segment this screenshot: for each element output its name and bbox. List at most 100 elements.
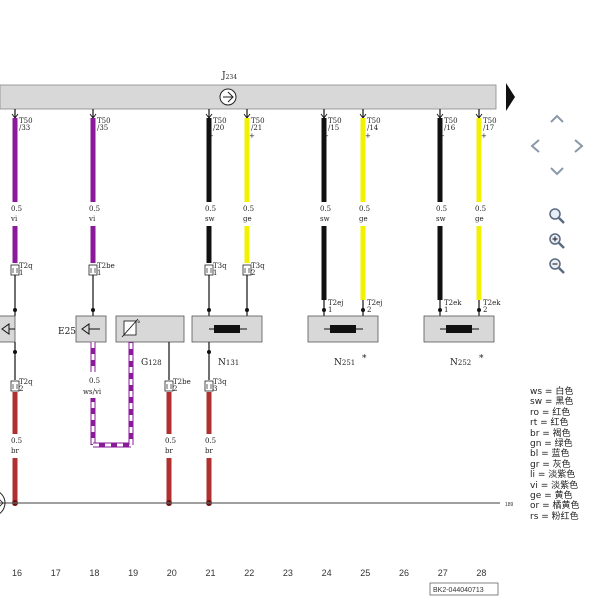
- wire-segment: [206, 392, 212, 434]
- plug-symbol: [88, 264, 98, 276]
- chevron-left-icon[interactable]: [528, 138, 542, 154]
- wire-segment: [476, 226, 482, 300]
- chevron-down-icon[interactable]: [549, 166, 565, 178]
- legend-entry: ge = 黄色: [530, 491, 573, 502]
- component-mark: *: [362, 354, 367, 364]
- wire-color-code: sw: [436, 215, 446, 223]
- wire-segment: [321, 226, 327, 300]
- wire-segment: [437, 118, 443, 202]
- page-number: 20: [167, 568, 177, 578]
- plug-pin: 3: [213, 385, 217, 393]
- plug-pin: 1: [97, 269, 101, 277]
- connector-pin-number: /21: [251, 124, 262, 132]
- connector-pin-label: T50: [483, 117, 497, 125]
- connector-pin-label: T50: [19, 117, 33, 125]
- wire-segment: [206, 226, 212, 263]
- wire-gauge: 0.5: [205, 437, 216, 445]
- legend-entry: ws = 白色: [530, 387, 574, 397]
- plug-label: T2ek: [444, 299, 462, 307]
- wire-gauge: 0.5: [205, 205, 216, 213]
- legend-entry: ro = 红色: [530, 407, 571, 418]
- wire-color-code: ge: [475, 215, 484, 223]
- connector-pin-label: T50: [328, 117, 342, 125]
- module-label: J234: [221, 71, 237, 81]
- wire-segment: [12, 226, 18, 263]
- wire-segment: [360, 118, 366, 202]
- legend-entry: or = 橘黄色: [530, 501, 580, 512]
- chevron-right-icon[interactable]: [572, 138, 586, 154]
- wire-color-code: br: [11, 447, 19, 455]
- wire-color-code: ge: [359, 215, 368, 223]
- connector-sign: -: [326, 132, 329, 140]
- junction-dot: [245, 308, 249, 312]
- connector-pin-label: T50: [97, 117, 111, 125]
- plug-label: T3q: [213, 378, 227, 386]
- wire-segment: [206, 118, 212, 202]
- page-number: 25: [360, 568, 370, 578]
- navigation-panel: [526, 112, 588, 282]
- chevron-up-icon[interactable]: [549, 112, 565, 124]
- connector-pin-number: /14: [367, 124, 379, 132]
- wire-segment: [244, 226, 250, 263]
- plug-label: T3q: [213, 262, 227, 270]
- wire-color-code: br: [205, 447, 213, 455]
- junction-dot: [438, 308, 442, 312]
- page-number: 26: [399, 568, 409, 578]
- plug-pin: 2: [251, 269, 255, 277]
- junction-dot: [13, 350, 17, 354]
- component-label: G128: [141, 358, 162, 368]
- wire-segment: [90, 226, 96, 263]
- connector-pin-number: /16: [444, 124, 456, 132]
- plug-pin: 2: [173, 385, 177, 393]
- wire-color-code: sw: [205, 215, 215, 223]
- component-mark: *: [479, 354, 484, 364]
- component-label: N252: [450, 358, 471, 368]
- plug-label: T3q: [251, 262, 265, 270]
- plug-label: T2be: [97, 262, 115, 270]
- page-number: 27: [438, 568, 448, 578]
- component-n252: N252 *: [423, 315, 495, 368]
- junction-dot: [322, 308, 326, 312]
- component-label: E25: [58, 327, 76, 337]
- ground-ref: 189: [505, 502, 514, 508]
- legend-entry: rs = 粉红色: [530, 511, 579, 522]
- svg-text:°: °: [137, 320, 141, 328]
- zoom-in-icon[interactable]: [548, 232, 566, 250]
- junction-dot: [207, 350, 211, 354]
- module-bar: [0, 84, 497, 110]
- plug-symbol: [10, 380, 20, 392]
- wire-color-code: ge: [243, 215, 252, 223]
- zoom-icon[interactable]: [548, 207, 566, 225]
- connector-pin-label: T50: [251, 117, 265, 125]
- connector-pin-number: /35: [97, 124, 108, 132]
- plug-label: T2q: [19, 262, 33, 270]
- wire-color-code: vi: [10, 215, 18, 223]
- wire-gauge: 0.5: [359, 205, 370, 213]
- zoom-out-icon[interactable]: [548, 257, 566, 275]
- wire-gauge: 0.5: [165, 437, 176, 445]
- page-number: 23: [283, 568, 293, 578]
- junction-dot: [91, 308, 95, 312]
- component-left-partial: [0, 315, 16, 343]
- wire-gauge: 0.5: [89, 205, 100, 213]
- wire-gauge: 0.5: [320, 205, 331, 213]
- wire-segment: [90, 118, 96, 202]
- plug-symbol: [164, 380, 174, 392]
- legend-entry: li = 淡紫色: [530, 470, 576, 481]
- wire-segment: [206, 458, 212, 503]
- page-number: 22: [244, 568, 254, 578]
- module-symbol-icon: [219, 88, 237, 106]
- wire-color-code: vi: [88, 215, 96, 223]
- connector-pin-number: /15: [328, 124, 339, 132]
- plug-pin: 1: [19, 269, 23, 277]
- plug-symbol: [10, 264, 20, 276]
- plug-pin: 2: [367, 306, 371, 314]
- connector-sign: +: [249, 132, 255, 140]
- wire-gauge: 0.5: [11, 437, 22, 445]
- connector-pin-number: /17: [483, 124, 494, 132]
- connector-sign: +: [365, 132, 371, 140]
